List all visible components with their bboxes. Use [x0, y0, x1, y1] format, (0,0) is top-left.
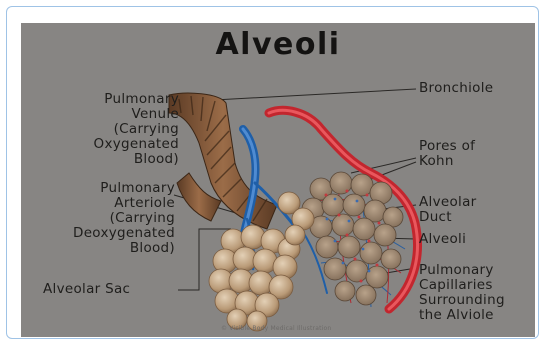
alveolar-sac	[209, 225, 300, 331]
label-pulmonary-capillaries: Pulmonary Capillaries Surrounding the Al…	[419, 263, 505, 323]
label-pores-of-kohn: Pores of Kohn	[419, 139, 475, 169]
image-card: Alveoli Pulmonary Venule (Carrying Oxyge…	[6, 6, 539, 339]
label-alveoli: Alveoli	[419, 232, 466, 247]
bronchiole-tube	[169, 93, 277, 229]
alveoli-diagram: Alveoli Pulmonary Venule (Carrying Oxyge…	[21, 23, 535, 337]
diagram-title: Alveoli	[21, 27, 535, 62]
image-credit: © Visible Body Medical Illustration	[221, 325, 331, 332]
label-alveolar-duct: Alveolar Duct	[419, 195, 477, 225]
label-bronchiole: Bronchiole	[419, 81, 493, 96]
label-pulmonary-arteriole: Pulmonary Arteriole (Carrying Deoxygenat…	[49, 181, 175, 256]
label-pulmonary-venule: Pulmonary Venule (Carrying Oxygenated Bl…	[59, 92, 179, 167]
label-alveolar-sac: Alveolar Sac	[43, 282, 130, 297]
